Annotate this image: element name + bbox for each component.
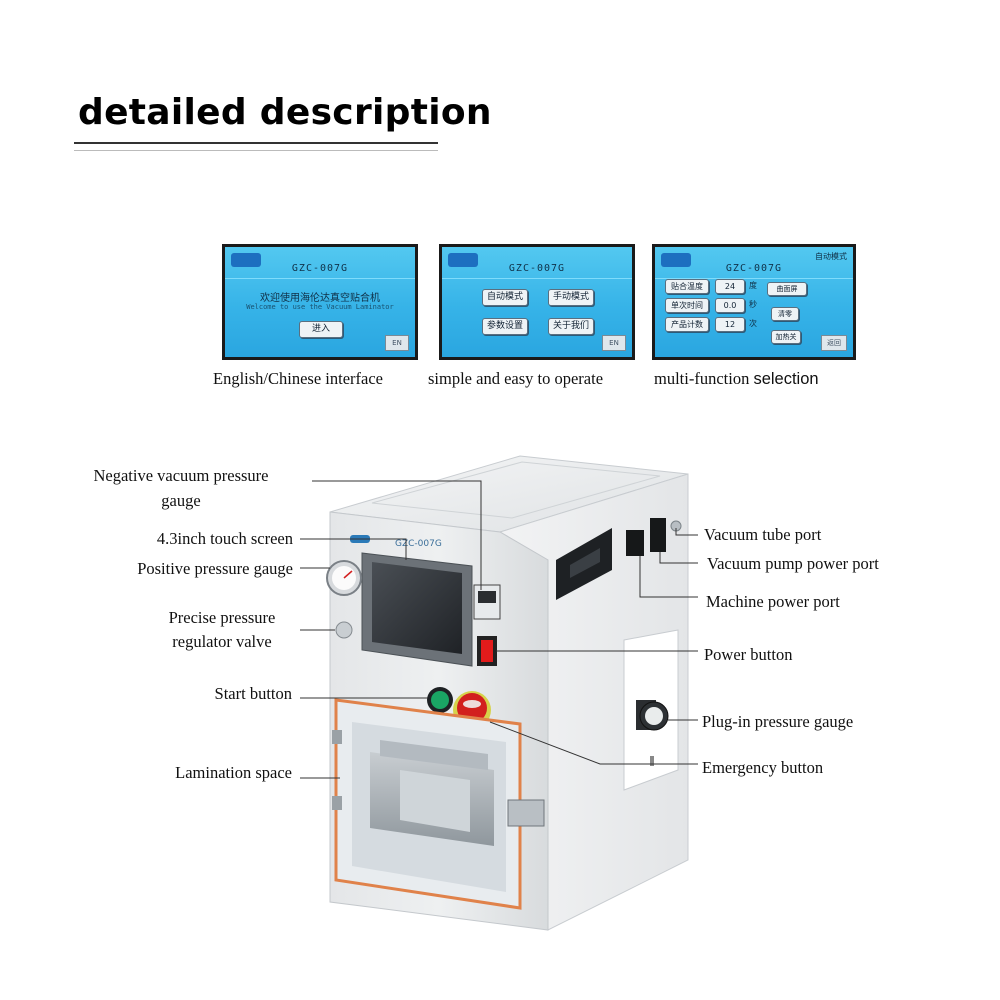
screen-preview-menu: GZC-007G 自动模式 手动模式 参数设置 关于我们 EN: [439, 244, 635, 360]
vacuum-pump-power-port-icon: [650, 518, 666, 552]
label-line: gauge: [161, 491, 201, 510]
screen-title: GZC-007G: [291, 263, 349, 274]
curved-screen-button[interactable]: 曲面屏: [767, 282, 807, 296]
label-plugin-gauge: Plug-in pressure gauge: [702, 712, 854, 731]
heating-off-button[interactable]: 加热关: [771, 330, 801, 344]
welcome-subtext: Welcome to use the Vacuum Laminator: [246, 303, 394, 311]
caption-selection: multi-function selection: [654, 369, 819, 389]
brand-logo-icon: [661, 253, 691, 267]
enter-button[interactable]: 进入: [299, 321, 343, 338]
label-line: Negative vacuum pressure: [93, 466, 269, 485]
caption-selection-serif: multi-function: [654, 369, 754, 388]
param-unit: 秒: [749, 300, 757, 309]
param-value[interactable]: 24: [715, 279, 745, 294]
label-start-button: Start button: [214, 684, 292, 703]
label-emergency-button: Emergency button: [702, 758, 824, 777]
reset-button[interactable]: 清零: [771, 307, 799, 321]
label-line: regulator valve: [172, 632, 272, 651]
divider: [442, 278, 632, 279]
label-power-button: Power button: [704, 645, 793, 664]
language-toggle-button[interactable]: EN: [602, 335, 626, 351]
welcome-text: 欢迎使用海伦达真空贴合机: [260, 293, 380, 304]
language-toggle-button[interactable]: EN: [385, 335, 409, 351]
label-touch-screen: 4.3inch touch screen: [156, 529, 293, 548]
brand-logo-icon: [231, 253, 261, 267]
caption-interface: English/Chinese interface: [213, 369, 383, 388]
param-label: 产品计数: [665, 317, 709, 332]
screen-title: GZC-007G: [508, 263, 566, 274]
param-label: 贴合温度: [665, 279, 709, 294]
manual-mode-button[interactable]: 手动模式: [548, 289, 594, 306]
divider: [225, 278, 415, 279]
page-title: detailed description: [78, 92, 492, 133]
label-regulator-valve: Precise pressure regulator valve: [150, 608, 294, 652]
param-value[interactable]: 0.0: [715, 298, 745, 313]
label-lamination-space: Lamination space: [175, 763, 292, 782]
title-underline: [74, 142, 438, 144]
label-line: Precise pressure: [168, 608, 276, 627]
machine-power-port-icon: [626, 530, 644, 556]
screen-preview-auto-mode: GZC-007G 自动模式 贴合温度 24 度 单次时间 0.0 秒 产品计数 …: [652, 244, 856, 360]
screen-title: GZC-007G: [725, 263, 783, 274]
label-machine-power-port: Machine power port: [706, 592, 840, 611]
label-vacuum-pump-port: Vacuum pump power port: [707, 554, 879, 573]
model-label: GZC-007G: [395, 539, 442, 549]
screen-preview-welcome: GZC-007G 欢迎使用海伦达真空贴合机 Welcome to use the…: [222, 244, 418, 360]
parameter-settings-button[interactable]: 参数设置: [482, 318, 528, 335]
param-value[interactable]: 12: [715, 317, 745, 332]
divider: [655, 278, 853, 279]
return-button[interactable]: 返回: [821, 335, 847, 351]
caption-operate: simple and easy to operate: [428, 369, 604, 388]
title-underline-thin: [74, 150, 438, 151]
caption-selection-sans: selection: [753, 370, 819, 388]
mode-label: 自动模式: [815, 252, 847, 261]
param-unit: 次: [749, 319, 757, 328]
label-vacuum-tube-port: Vacuum tube port: [704, 525, 822, 544]
pressure-regulator-knob-icon: [335, 621, 353, 639]
about-us-button[interactable]: 关于我们: [548, 318, 594, 335]
param-label: 单次时间: [665, 298, 709, 313]
door-latch-icon: [507, 799, 545, 827]
label-negative-vacuum-gauge: Negative vacuum pressure gauge: [60, 466, 302, 511]
label-positive-gauge: Positive pressure gauge: [137, 559, 293, 578]
param-unit: 度: [749, 281, 757, 290]
leader-lines: [300, 480, 698, 779]
brand-logo-icon: [448, 253, 478, 267]
auto-mode-button[interactable]: 自动模式: [482, 289, 528, 306]
